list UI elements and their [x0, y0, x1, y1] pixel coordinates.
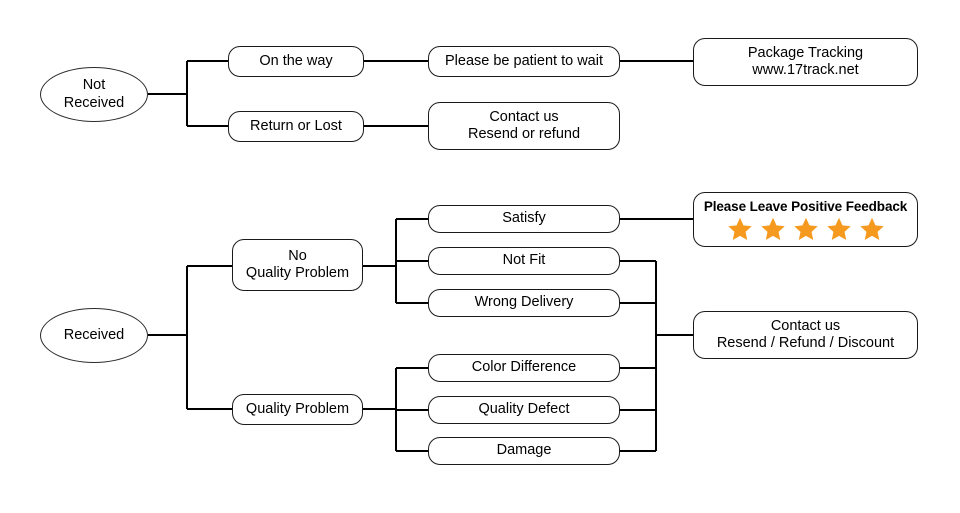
node-on-the-way[interactable]: On the way: [228, 46, 364, 77]
node-received-label: Received: [63, 326, 125, 343]
node-return-or-lost[interactable]: Return or Lost: [228, 111, 364, 142]
node-return-or-lost-label: Return or Lost: [250, 117, 342, 134]
star-icon[interactable]: [859, 216, 885, 242]
node-color-difference-label: Color Difference: [471, 359, 577, 376]
node-damage[interactable]: Damage: [428, 437, 620, 465]
node-quality-problem[interactable]: Quality Problem: [232, 394, 363, 425]
node-not-fit[interactable]: Not Fit: [428, 247, 620, 275]
star-icon[interactable]: [793, 216, 819, 242]
node-damage-label: Damage: [496, 442, 552, 459]
node-quality-defect[interactable]: Quality Defect: [428, 396, 620, 424]
node-quality-problem-label: Quality Problem: [245, 400, 350, 417]
node-please-be-patient-label: Please be patient to wait: [445, 52, 603, 69]
node-no-quality-problem[interactable]: No Quality Problem: [232, 239, 363, 291]
node-quality-defect-label: Quality Defect: [478, 401, 570, 418]
node-please-be-patient[interactable]: Please be patient to wait: [428, 46, 620, 77]
node-positive-feedback[interactable]: Please Leave Positive Feedback: [693, 192, 918, 247]
node-not-received-label: Not Received: [63, 77, 125, 111]
star-icon[interactable]: [727, 216, 753, 242]
star-icon[interactable]: [760, 216, 786, 242]
node-on-the-way-label: On the way: [259, 52, 333, 69]
node-wrong-delivery[interactable]: Wrong Delivery: [428, 289, 620, 317]
node-color-difference[interactable]: Color Difference: [428, 354, 620, 382]
node-contact-us-resend-or-refund[interactable]: Contact us Resend or refund: [428, 102, 620, 150]
node-not-fit-label: Not Fit: [502, 252, 546, 269]
node-no-quality-problem-label: No Quality Problem: [245, 247, 350, 281]
node-satisfy-label: Satisfy: [502, 210, 546, 227]
feedback-prompt-label: Please Leave Positive Feedback: [703, 198, 908, 214]
node-contact-us-resend-or-refund-label: Contact us Resend or refund: [467, 108, 581, 142]
node-not-received[interactable]: Not Received: [40, 67, 148, 122]
node-wrong-delivery-label: Wrong Delivery: [474, 294, 574, 311]
node-contact-us-resolution[interactable]: Contact us Resend / Refund / Discount: [693, 311, 918, 359]
node-received[interactable]: Received: [40, 308, 148, 363]
node-package-tracking-label: Package Tracking www.17track.net: [747, 44, 864, 78]
star-rating[interactable]: [727, 216, 885, 242]
node-satisfy[interactable]: Satisfy: [428, 205, 620, 233]
node-contact-us-resolution-label: Contact us Resend / Refund / Discount: [716, 317, 895, 351]
node-package-tracking[interactable]: Package Tracking www.17track.net: [693, 38, 918, 86]
star-icon[interactable]: [826, 216, 852, 242]
